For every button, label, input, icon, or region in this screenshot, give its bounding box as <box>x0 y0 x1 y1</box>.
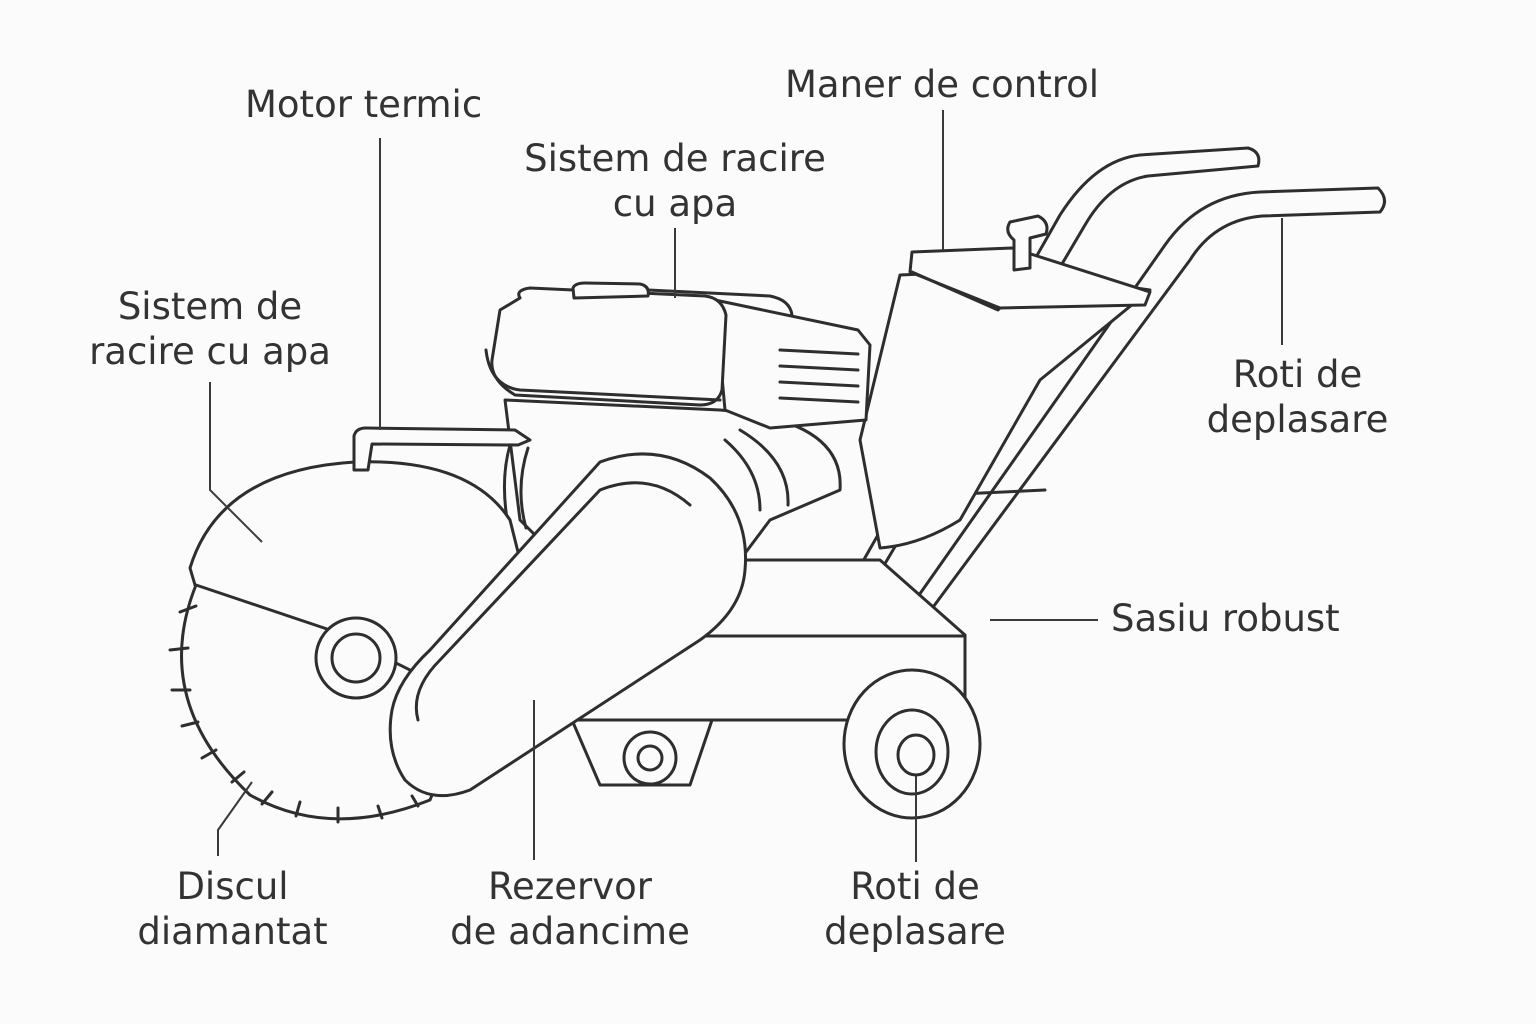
label-roti-right-line-1: Roti de <box>1232 353 1363 396</box>
label-rezervor: Rezervor de adancime <box>430 864 710 954</box>
label-sistem-racire-left: Sistem de racire cu apa <box>60 284 360 374</box>
label-sistem-racire-top: Sistem de racire cu apa <box>500 136 850 226</box>
leader-discul <box>217 781 253 856</box>
coolant-pipe <box>352 426 532 472</box>
leader-lines <box>209 110 1283 862</box>
label-rezervor-line-1: Rezervor <box>488 865 652 908</box>
belt-cover-outer <box>388 452 748 798</box>
label-sasiu-robust: Sasiu robust <box>1111 596 1340 641</box>
leader-racire-left <box>209 382 263 543</box>
label-rezervor-line-2: de adancime <box>450 910 690 953</box>
engine-pipes <box>502 428 790 530</box>
control-box-body <box>858 268 1152 550</box>
label-discul-diamantat: Discul diamantat <box>120 864 345 954</box>
label-discul-line-1: Discul <box>176 865 289 908</box>
engine-cylinder <box>713 298 872 430</box>
engine-cap <box>571 281 650 300</box>
label-roti-bottom-line-1: Roti de <box>850 865 980 908</box>
label-roti-bottom-line-2: deplasare <box>824 910 1006 953</box>
control-box-lid <box>908 246 1152 310</box>
label-roti-right: Roti de deplasare <box>1190 352 1405 442</box>
label-motor-termic: Motor termic <box>245 82 482 127</box>
label-sasiu-robust-line-1: Sasiu robust <box>1111 597 1340 640</box>
label-roti-bottom: Roti de deplasare <box>810 864 1020 954</box>
control-knob <box>1006 214 1049 272</box>
rear-wheel <box>842 668 982 820</box>
label-maner-control: Maner de control <box>785 62 1099 107</box>
engine-air-filter <box>490 286 728 407</box>
belt-cover <box>388 452 748 798</box>
belt-cover-inner <box>414 481 692 722</box>
label-discul-line-2: diamantat <box>137 910 328 953</box>
label-sistem-racire-left-line-1: Sistem de <box>117 285 303 328</box>
blade-segments <box>168 604 420 824</box>
label-motor-termic-line-1: Motor termic <box>245 83 483 126</box>
front-wheel <box>570 718 714 787</box>
label-sistem-racire-left-line-2: racire cu apa <box>89 330 331 373</box>
label-roti-right-line-2: deplasare <box>1206 398 1389 441</box>
label-sistem-racire-top-line-2: cu apa <box>612 182 738 225</box>
label-sistem-racire-top-line-1: Sistem de racire <box>524 137 826 180</box>
front-handle-bar <box>903 186 1386 620</box>
control-box <box>858 214 1152 550</box>
label-maner-control-line-1: Maner de control <box>785 63 1100 106</box>
